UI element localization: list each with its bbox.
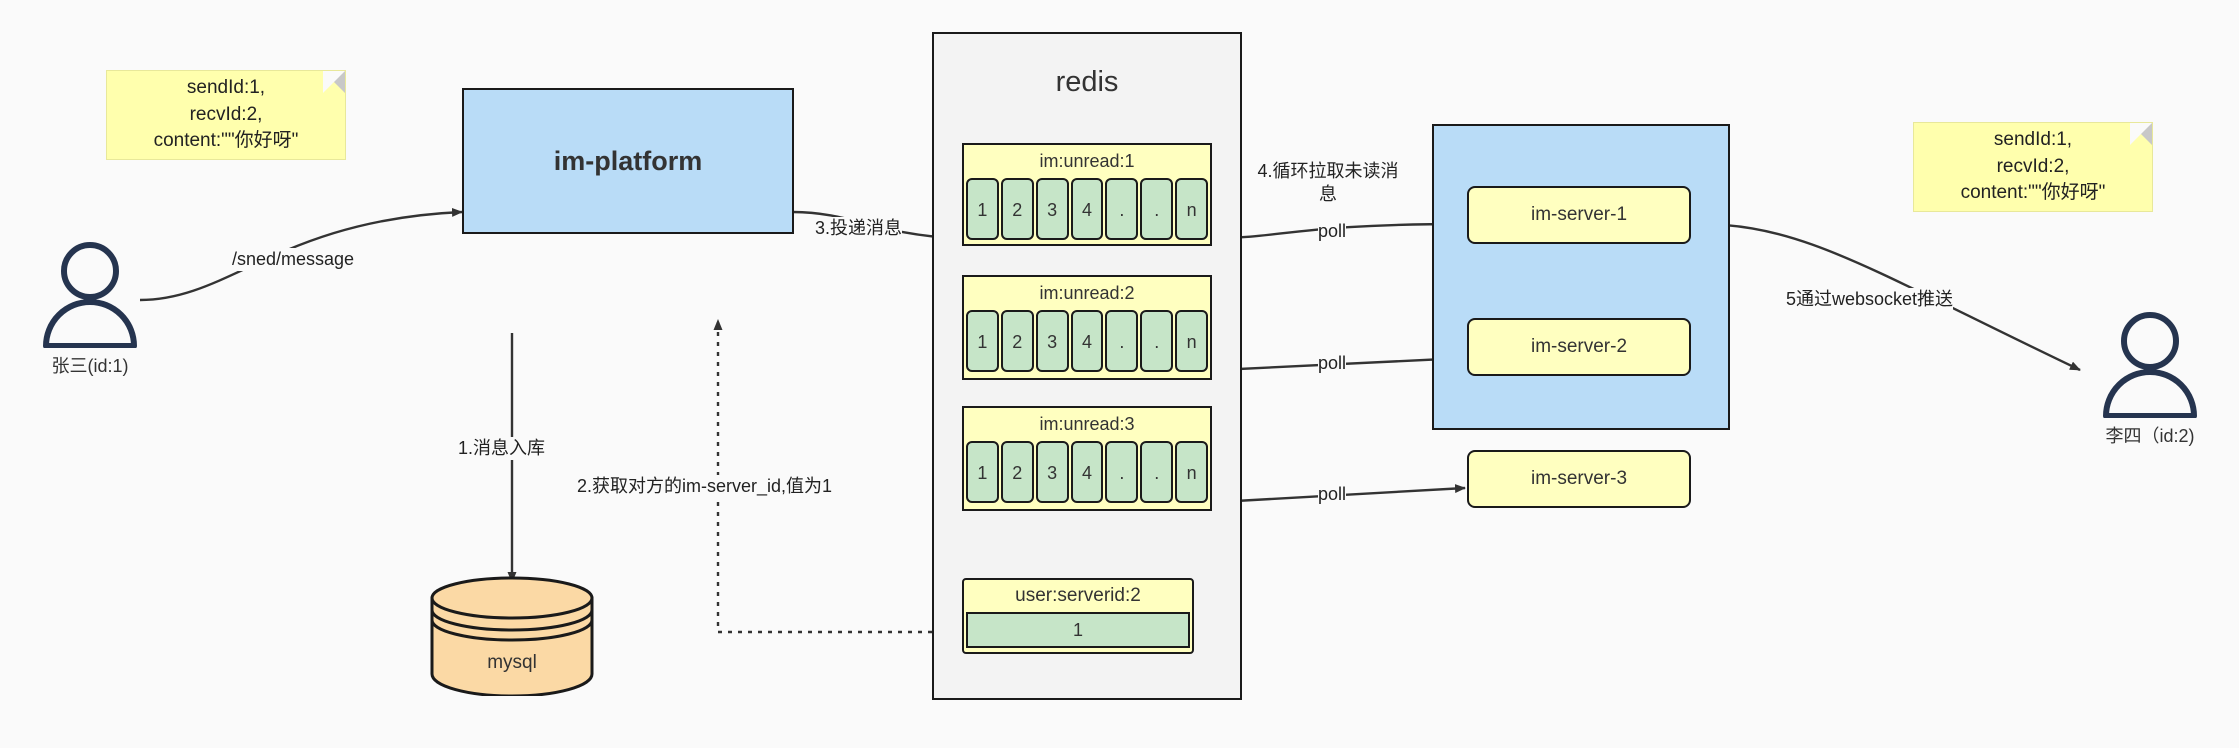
edge-label-poll-3: poll <box>1318 483 1347 507</box>
redis-kv-user-serverid[interactable]: user:serverid:2 1 <box>962 578 1194 654</box>
queue-cell[interactable]: . <box>1140 310 1174 372</box>
queue-cell[interactable]: 4 <box>1070 441 1104 503</box>
redis-queue-im-unread-2[interactable]: im:unread:2 1 2 3 4 . . n <box>962 275 1212 380</box>
actor-sender-label: 张三(id:1) <box>51 356 129 376</box>
note-left-text: sendId:1, recvId:2, content:""你好呀" <box>153 76 299 152</box>
note-right-text: sendId:1, recvId:2, content:""你好呀" <box>1960 128 2106 204</box>
edge-label-step5: 5通过websocket推送 <box>1786 288 1954 312</box>
note-fold-inner-icon <box>323 71 345 93</box>
queue-cell[interactable]: 2 <box>1000 441 1034 503</box>
edge-label-step4: 4.循环拉取未读消息 <box>1254 160 1402 207</box>
im-server-1[interactable]: im-server-1 <box>1467 186 1691 244</box>
queue-cell[interactable]: 3 <box>1035 310 1069 372</box>
redis-queue-cells: 1 2 3 4 . . n <box>964 178 1210 240</box>
redis-title: redis <box>1055 66 1119 98</box>
im-server-3[interactable]: im-server-3 <box>1467 450 1691 508</box>
queue-cell[interactable]: . <box>1105 441 1139 503</box>
redis-queue-cells: 1 2 3 4 . . n <box>964 310 1210 372</box>
edge-label-step2: 2.获取对方的im-server_id,值为1 <box>577 475 833 499</box>
queue-cell[interactable]: 1 <box>966 178 999 240</box>
edge-label-poll-1: poll <box>1318 220 1347 244</box>
note-right-message-payload: sendId:1, recvId:2, content:""你好呀" <box>1913 122 2153 212</box>
redis-queue-key: im:unread:1 <box>1039 151 1135 171</box>
redis-queue-im-unread-3[interactable]: im:unread:3 1 2 3 4 . . n <box>962 406 1212 511</box>
queue-cell[interactable]: n <box>1175 178 1209 240</box>
queue-cell[interactable]: n <box>1175 441 1209 503</box>
person-icon <box>2103 312 2197 419</box>
queue-cell[interactable]: n <box>1175 310 1209 372</box>
actor-receiver <box>2090 308 2210 419</box>
queue-cell[interactable]: 3 <box>1035 441 1069 503</box>
database-cylinder-icon: mysql <box>430 576 594 698</box>
redis-queue-cells: 1 2 3 4 . . n <box>964 441 1210 503</box>
im-server-1-label: im-server-1 <box>1530 204 1628 225</box>
queue-cell[interactable]: . <box>1140 441 1174 503</box>
person-icon <box>43 242 137 349</box>
queue-cell[interactable]: . <box>1105 310 1139 372</box>
edge-label-step1: 1.消息入库 <box>458 437 546 461</box>
im-server-2-label: im-server-2 <box>1530 336 1628 357</box>
edge-label-poll-2: poll <box>1318 352 1347 376</box>
queue-cell[interactable]: 3 <box>1035 178 1069 240</box>
redis-kv-value: 1 <box>966 612 1190 648</box>
im-server-group <box>1432 124 1730 430</box>
queue-cell[interactable]: 4 <box>1070 178 1104 240</box>
redis-queue-im-unread-1[interactable]: im:unread:1 1 2 3 4 . . n <box>962 143 1212 246</box>
im-server-2[interactable]: im-server-2 <box>1467 318 1691 376</box>
queue-cell[interactable]: 2 <box>1000 310 1034 372</box>
edge-label-step3: 3.投递消息 <box>815 217 903 241</box>
queue-cell[interactable]: . <box>1140 178 1174 240</box>
redis-queue-key: im:unread:2 <box>1039 283 1135 303</box>
queue-cell[interactable]: 2 <box>1000 178 1034 240</box>
im-server-3-label: im-server-3 <box>1530 468 1628 489</box>
queue-cell[interactable]: 1 <box>966 310 999 372</box>
note-fold-inner-icon <box>2130 123 2152 145</box>
queue-cell[interactable]: 1 <box>966 441 999 503</box>
queue-cell[interactable]: 4 <box>1070 310 1104 372</box>
actor-receiver-label: 李四（id:2) <box>2105 426 2195 446</box>
queue-cell[interactable]: . <box>1105 178 1139 240</box>
mysql-label: mysql <box>487 652 537 673</box>
im-platform-label: im-platform <box>553 145 703 176</box>
note-left-message-payload: sendId:1, recvId:2, content:""你好呀" <box>106 70 346 160</box>
redis-kv-key: user:serverid:2 <box>1015 585 1141 606</box>
mysql-database[interactable]: mysql <box>428 576 596 698</box>
redis-queue-key: im:unread:3 <box>1039 414 1135 434</box>
actor-sender <box>30 238 150 349</box>
edge-label-send-message: /sned/message <box>232 248 355 272</box>
im-platform-box[interactable]: im-platform <box>462 88 794 234</box>
